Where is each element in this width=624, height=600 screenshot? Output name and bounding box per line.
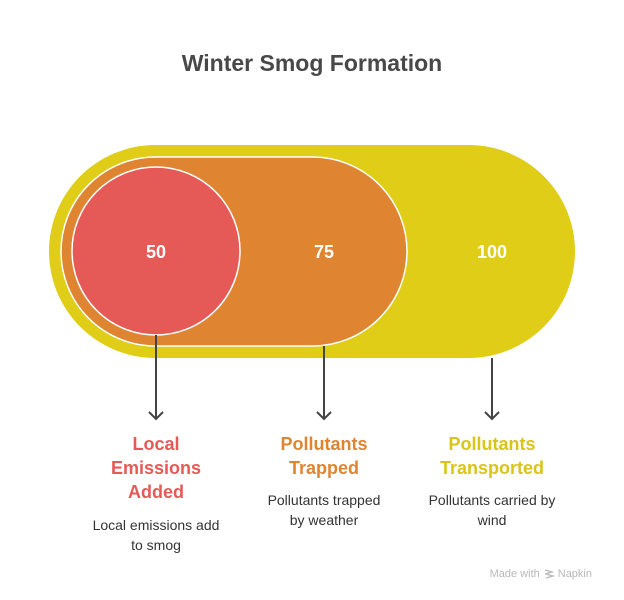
value-75: 75 — [314, 242, 334, 262]
stage-label-pollutants-transported: Pollutants Transported — [402, 432, 582, 480]
label-line: Pollutants — [280, 434, 368, 454]
arrow-down-icon — [484, 358, 500, 421]
stage-description-local-emissions: Local emissions add to smog — [66, 515, 246, 555]
made-with-napkin-footer: Made with Napkin — [490, 568, 592, 580]
description-line: Pollutants carried by — [428, 492, 556, 508]
napkin-brand-text: Napkin — [557, 568, 592, 580]
stage-description-pollutants-trapped: Pollutants trapped by weather — [234, 490, 414, 530]
made-with-text: Made with — [489, 568, 540, 580]
description-line: to smog — [131, 537, 181, 553]
stage-description-pollutants-transported: Pollutants carried by wind — [402, 490, 582, 530]
label-line: Local — [132, 434, 180, 454]
value-100: 100 — [477, 242, 507, 262]
description-line: by weather — [289, 512, 359, 528]
stage-label-local-emissions: Local Emissions Added — [66, 432, 246, 504]
label-line: Transported — [439, 458, 545, 478]
diagram-title: Winter Smog Formation — [181, 50, 443, 76]
arrow-down-icon — [316, 346, 332, 421]
stage-label-pollutants-trapped: Pollutants Trapped — [234, 432, 414, 480]
label-line: Emissions — [110, 458, 202, 478]
value-50: 50 — [146, 242, 166, 262]
arrow-down-icon — [148, 335, 164, 421]
description-line: Pollutants trapped — [267, 492, 381, 508]
label-line: Added — [128, 482, 184, 502]
description-line: Local emissions add — [92, 517, 220, 533]
label-line: Trapped — [288, 458, 359, 478]
description-line: wind — [477, 512, 507, 528]
label-line: Pollutants — [448, 434, 536, 454]
napkin-logo-icon — [544, 569, 555, 579]
